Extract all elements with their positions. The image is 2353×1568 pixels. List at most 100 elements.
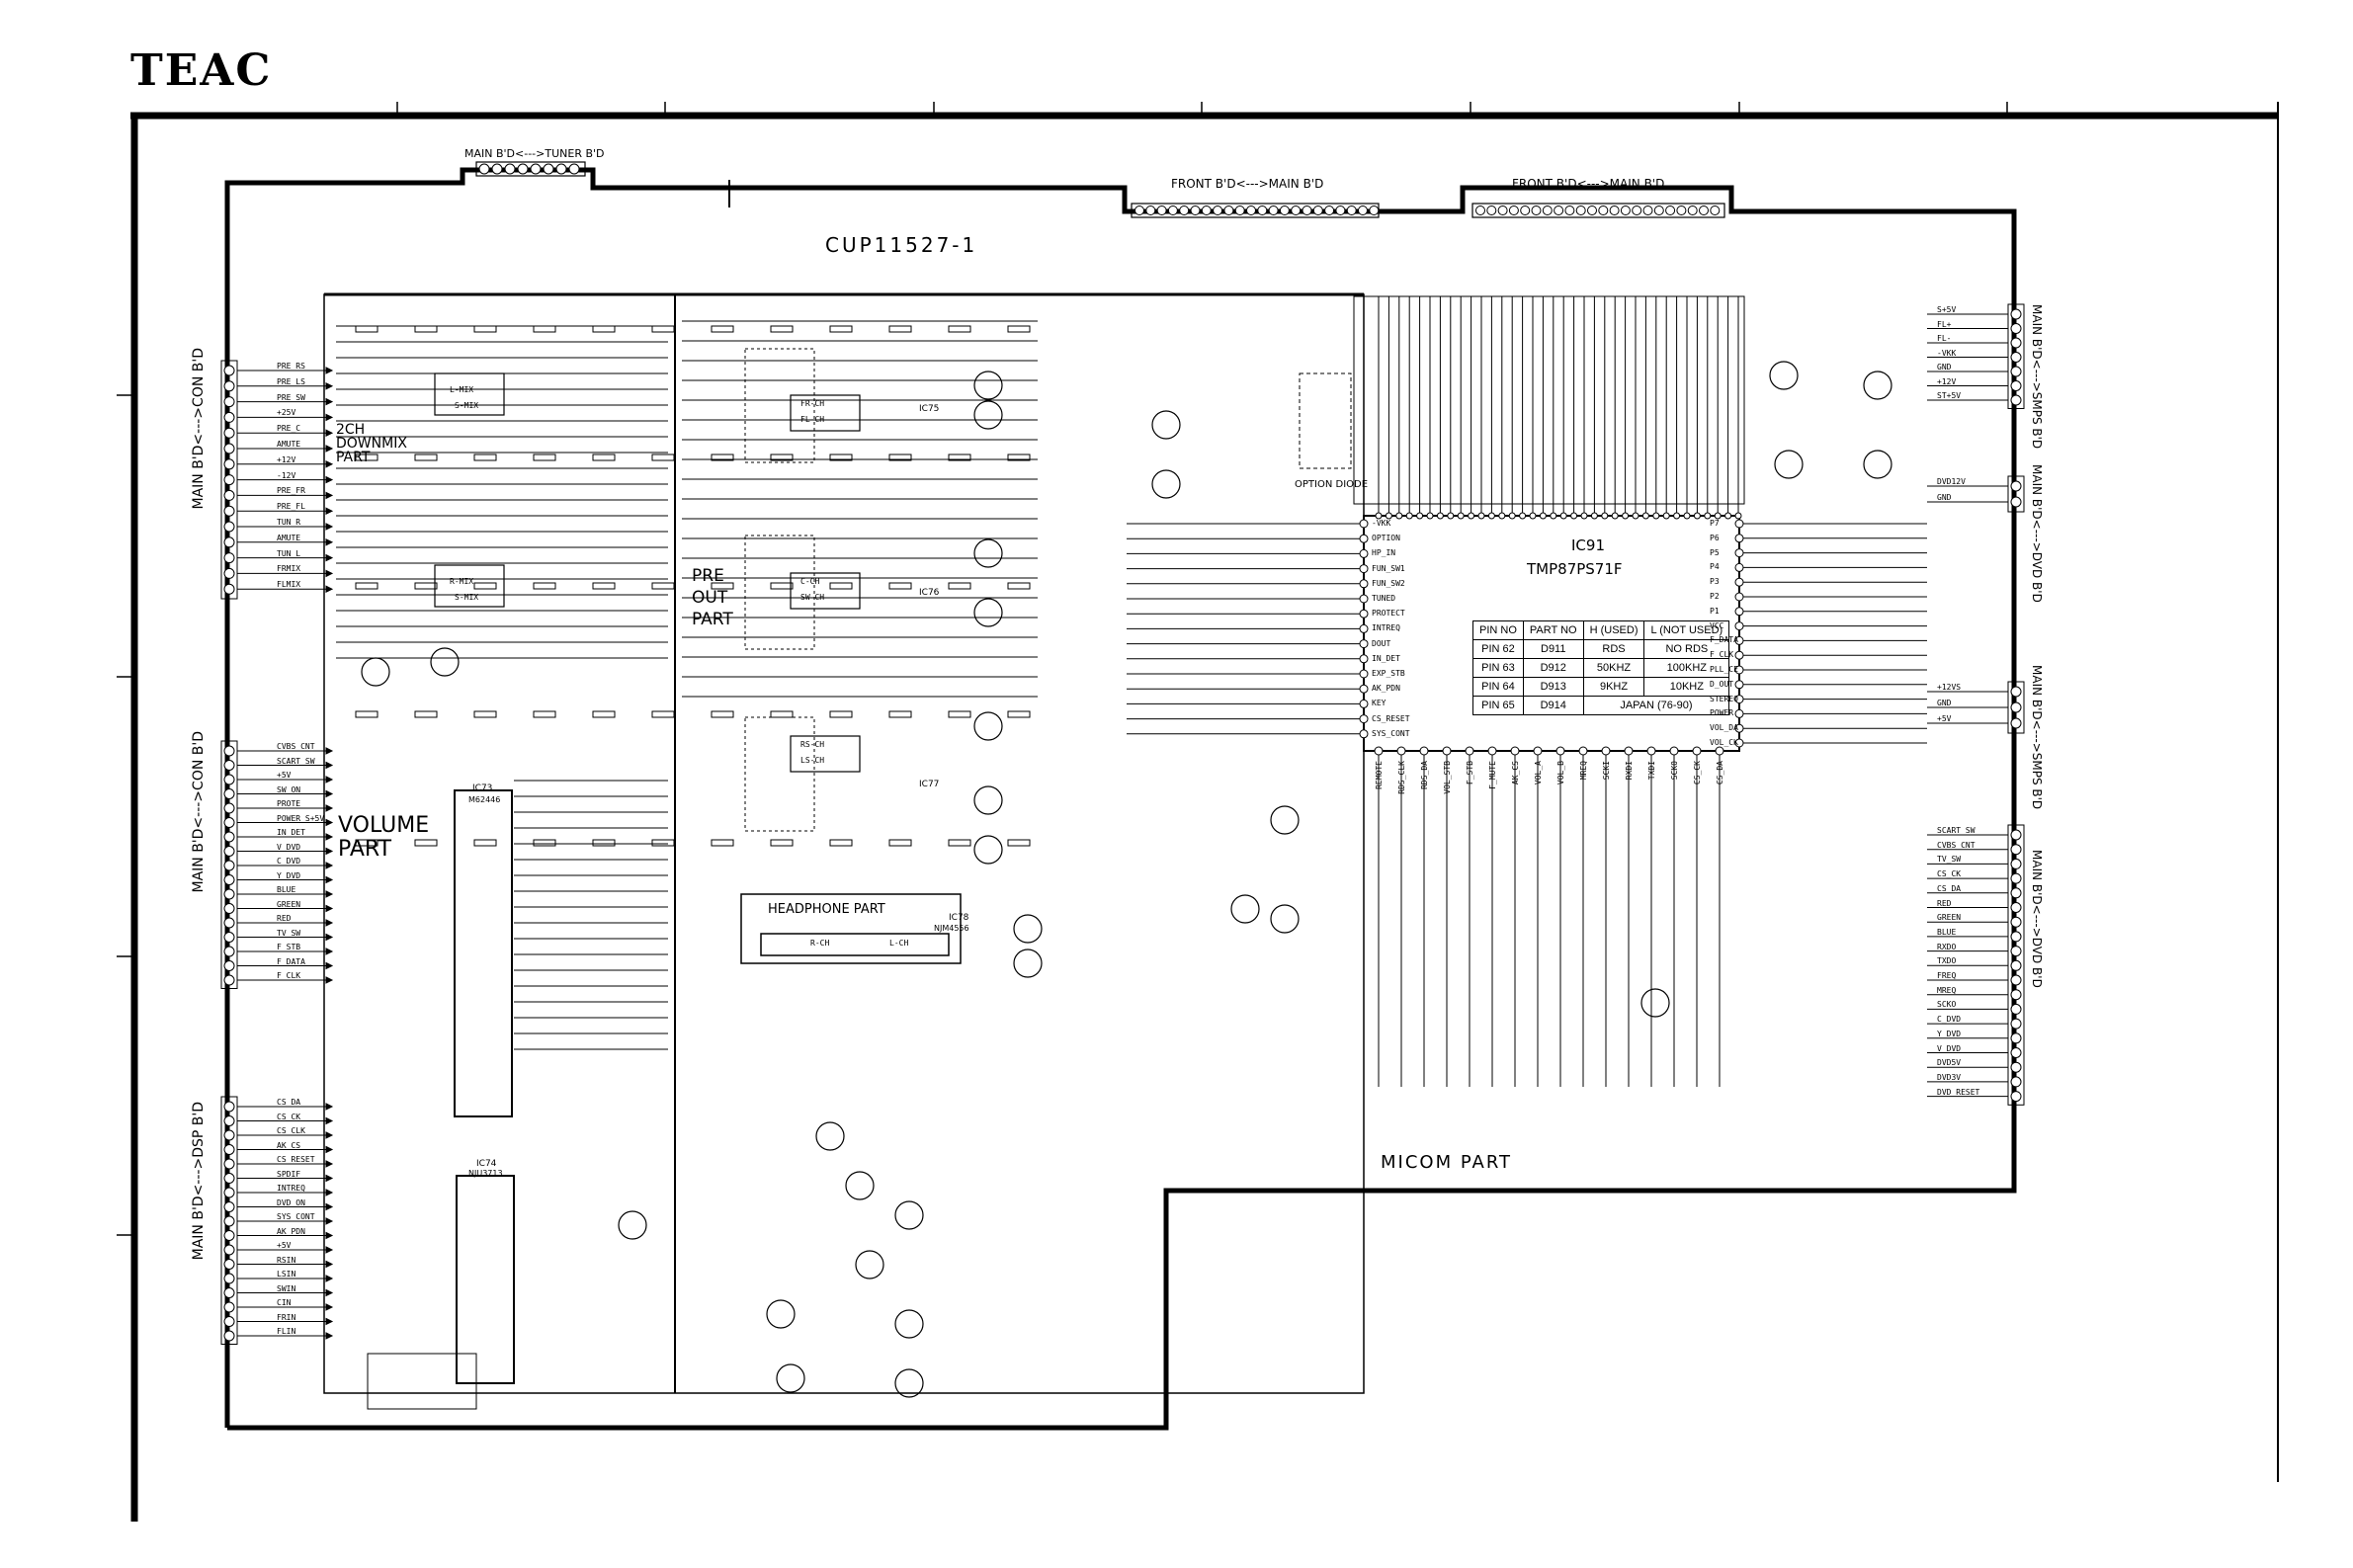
ic91-ref: IC91: [1571, 536, 1605, 554]
option-diode-label: OPTION DIODE: [1295, 479, 1369, 490]
dvd2-signal: RXDO: [1937, 942, 1957, 951]
pin-table-header-cell: PIN NO: [1472, 620, 1524, 640]
dvd2-signal: CS_CK: [1937, 869, 1962, 879]
preout-chip-ls: LS-CH: [800, 756, 825, 765]
dsp-signal: AK_PDN: [277, 1226, 305, 1236]
ic91-part: TMP87PS71F: [1527, 560, 1623, 578]
dvd2-signal: BLUE: [1937, 927, 1957, 937]
pin-table-cell: JAPAN (76-90): [1582, 696, 1730, 715]
micom-bottom-pin: CS_CK: [1693, 761, 1702, 785]
dvd2-signal: V_DVD: [1937, 1043, 1962, 1053]
micom-bottom-pin: CS_DA: [1716, 761, 1724, 785]
dvd2-signal: FREQ: [1937, 971, 1957, 980]
micom-left-pin: PROTECT: [1372, 609, 1405, 619]
pin-table-row: PIN 62 D911 RDS NO RDS: [1472, 639, 1730, 659]
pin-table-cell: 9KHZ: [1582, 677, 1645, 697]
micom-left-pin: INTREQ: [1372, 623, 1400, 633]
preout-chip-fl: FL-CH: [800, 415, 825, 424]
dvd2-signal: RED: [1937, 898, 1952, 908]
pin-table-header: PIN NO PART NO H (USED) L (NOT USED): [1472, 620, 1730, 640]
preout-section-label: PRE OUT PART: [692, 566, 733, 630]
con1-signal: PRE_SW: [277, 392, 305, 402]
micom-left-pin: AK_PDN: [1372, 684, 1400, 694]
smps1-signal: -VKK: [1937, 348, 1957, 358]
con1-signal: FRMIX: [277, 564, 301, 574]
dvd2-signal: DVD5V: [1937, 1058, 1962, 1068]
ic74-ref: IC74: [476, 1159, 497, 1169]
headphone-section-label: HEADPHONE PART: [768, 902, 885, 917]
micom-left-pin: OPTION: [1372, 534, 1400, 543]
dsp-signal: AK_CS: [277, 1140, 301, 1150]
smps1-connector-label: MAIN B'D<--->SMPS B'D: [2030, 304, 2044, 450]
micom-right-pin: VCC: [1710, 620, 1724, 630]
dsp-signal: SWIN: [277, 1283, 296, 1293]
micom-right-pin: F_CLK: [1710, 650, 1734, 660]
smps1-signal: ST+5V: [1937, 391, 1962, 400]
ic74-part: NJU3713: [468, 1169, 503, 1178]
con2-signal: SCART_SW: [277, 756, 315, 766]
dvd1-signal: DVD12V: [1937, 477, 1966, 486]
preout-chip-sw: SW-CH: [800, 593, 825, 602]
hp-chan-l: L-CH: [889, 939, 909, 948]
micom-bottom-pin: REMOTE: [1375, 761, 1384, 789]
pin-table-header-cell: PART NO: [1522, 620, 1584, 640]
dvd2-connector-label: MAIN B'D<--->DVD B'D: [2030, 850, 2044, 988]
con1-signal: PRE_LS: [277, 376, 305, 386]
micom-left-pin: SYS_CONT: [1372, 728, 1410, 738]
micom-left-pin: CS_RESET: [1372, 713, 1410, 723]
pin-table-cell: PIN 65: [1472, 696, 1524, 715]
con1-signal: -12V: [277, 470, 296, 480]
ic78-ref: IC78: [949, 913, 969, 923]
micom-right-pin: P1: [1710, 606, 1720, 616]
smps2-signal: +12VS: [1937, 683, 1962, 692]
micom-right-pin: STEREO: [1710, 694, 1738, 703]
micom-right-pin: P3: [1710, 577, 1720, 587]
dvd2-signal: GREEN: [1937, 913, 1962, 923]
con1-signal: PRE_FL: [277, 502, 305, 512]
con1-signal: PRE_RS: [277, 362, 305, 371]
ic78-part: NJM4556: [934, 924, 969, 933]
micom-right-pin: PLL_CE: [1710, 665, 1738, 674]
con2-signal: F_DATA: [277, 956, 305, 966]
mix-label-l: L-MIX: [450, 385, 474, 394]
smps2-connector-label: MAIN B'D<--->SMPS B'D: [2030, 665, 2044, 810]
dsp-signal: +5V: [277, 1241, 292, 1250]
smps1-signal: FL-: [1937, 334, 1952, 343]
con1-signal: AMUTE: [277, 440, 301, 449]
dvd2-signal: Y_DVD: [1937, 1029, 1962, 1038]
micom-right-pin: P5: [1710, 547, 1720, 557]
con1-signal: TUN_R: [277, 518, 301, 527]
dsp-signal: CS_DA: [277, 1098, 301, 1107]
pin-table-row: PIN 64 D913 9KHZ 10KHZ: [1472, 677, 1730, 697]
preout-chip-c: C-CH: [800, 577, 820, 586]
micom-left-pin: -VKK: [1372, 519, 1391, 528]
con2-signal: SW_ON: [277, 784, 301, 794]
mix-label-s2: S-MIX: [455, 593, 479, 602]
pin-table-cell: D914: [1522, 696, 1584, 715]
micom-left-pin: EXP_STB: [1372, 669, 1405, 678]
micom-left-pin: DOUT: [1372, 638, 1391, 648]
micom-left-pin: HP_IN: [1372, 548, 1396, 558]
micom-bottom-pin: F_STB: [1466, 761, 1474, 785]
ic77-ref: IC77: [919, 780, 940, 789]
micom-right-pin: D_OUT: [1710, 679, 1734, 689]
con2-signal: CVBS_CNT: [277, 742, 315, 751]
con2-signal: Y_DVD: [277, 870, 301, 880]
micom-left-pin: KEY: [1372, 699, 1387, 708]
dsp-signal: FRIN: [277, 1312, 296, 1322]
con2-signal: IN_DET: [277, 828, 305, 837]
dvd1-connector-label: MAIN B'D<--->DVD B'D: [2030, 464, 2044, 603]
tuner-connector-label: MAIN B'D<--->TUNER B'D: [464, 147, 605, 160]
micom-right-pin: P2: [1710, 592, 1720, 601]
con2-signal: BLUE: [277, 885, 296, 894]
con2-signal: +5V: [277, 771, 292, 780]
con2-signal: F_STB: [277, 943, 301, 951]
pin-table-row: PIN 65 D914 JAPAN (76-90): [1472, 696, 1730, 715]
micom-bottom-pin: RDS_DA: [1420, 761, 1429, 789]
smps1-signal: GND: [1937, 363, 1952, 371]
micom-bottom-pin: MREQ: [1579, 761, 1588, 781]
brand-logo: TEAC: [130, 45, 273, 96]
dsp-connector-label: MAIN B'D<--->DSP B'D: [191, 1102, 207, 1261]
preout-chip-fr: FR-CH: [800, 399, 825, 408]
